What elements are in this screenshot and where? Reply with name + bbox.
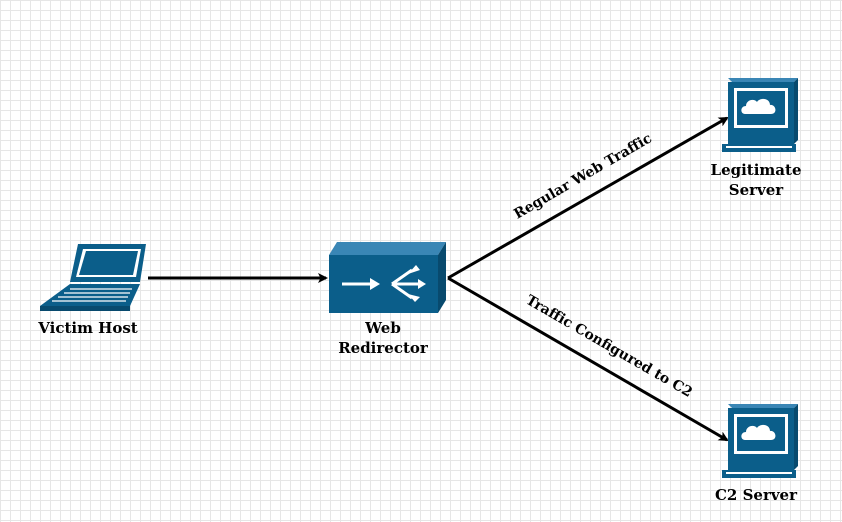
server-terminal-icon-c2 [722, 404, 798, 478]
edge-label-traffic-configured-to-c2: Traffic Configured to C2 [523, 292, 695, 401]
edge-redirector-to-c2 [447, 276, 729, 442]
victim-host-label: Victim Host [20, 318, 156, 338]
edge-label-regular-web-traffic: Regular Web Traffic [511, 130, 655, 222]
c2-server-label: C2 Server [696, 485, 816, 505]
laptop-icon [40, 244, 146, 311]
legitimate-server-label-line2: Server [728, 181, 784, 199]
c2-server-label-text: C2 Server [714, 486, 798, 504]
victim-host-label-text: Victim Host [38, 319, 138, 337]
router-icon [329, 242, 446, 313]
web-redirector-label-line1: Web [365, 319, 401, 337]
legitimate-server-label: Legitimate Server [696, 160, 816, 200]
edge-redirector-to-legit [447, 116, 729, 280]
server-terminal-icon-legitimate [722, 78, 798, 152]
web-redirector-label-line2: Redirector [338, 339, 428, 357]
web-redirector-label: Web Redirector [318, 318, 448, 358]
legitimate-server-label-line1: Legitimate [710, 161, 802, 179]
